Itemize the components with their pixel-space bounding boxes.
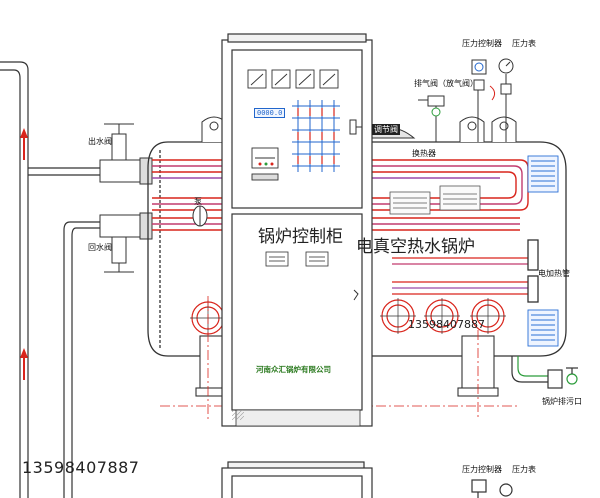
- outlet-valve-label: 出水阀: [88, 137, 112, 146]
- cabinet-handle: [349, 119, 362, 135]
- exhaust-valve-label: 排气阀（放气阀）: [414, 79, 478, 88]
- pressure-gauge-label: 压力表: [512, 39, 536, 48]
- drain-outlet-label: 锅炉排污口: [542, 397, 582, 406]
- pressure-instruments: [418, 58, 514, 142]
- break-mark: [353, 289, 359, 301]
- boiler-body: [147, 141, 567, 357]
- left-riser-pipe: [0, 61, 100, 498]
- valve-tag: 调节阀: [372, 124, 400, 135]
- return-valve-label: 回水阀: [88, 243, 112, 252]
- control-cabinet: [221, 33, 373, 427]
- louver-panels: [527, 155, 559, 347]
- breaker-switches: [297, 108, 335, 164]
- cabinet-title: 锅炉控制柜: [258, 227, 343, 247]
- phone-bottom: 13598407887: [22, 458, 140, 477]
- cabinet-meters: [247, 69, 339, 89]
- phone-center: 13598407887: [408, 318, 485, 331]
- nameplates: [389, 185, 481, 215]
- pump-label: 泵: [194, 197, 202, 206]
- lcd-display: 0000.0: [254, 108, 286, 118]
- pressure-gauge-label-2: 压力表: [512, 465, 536, 474]
- electric-heater-label: 电加热管: [538, 269, 570, 278]
- cabinet-small-panels: [265, 251, 329, 267]
- electric-heater-tubes: [392, 239, 539, 303]
- company-name: 河南众汇锅炉有限公司: [256, 365, 331, 374]
- flow-arrows: [20, 128, 28, 380]
- boiler-title: 电真空热水锅炉: [356, 237, 475, 257]
- pressure-controller-label-2: 压力控制器: [462, 465, 502, 474]
- pressure-controller-label: 压力控制器: [462, 39, 502, 48]
- second-cabinet-partial: [221, 461, 513, 498]
- outlet-valve: [99, 123, 153, 185]
- return-valve: [99, 212, 153, 273]
- heat-exchanger-label: 换热器: [412, 149, 436, 158]
- pump-symbol: [192, 205, 208, 227]
- drain-pipe: [511, 356, 578, 389]
- indicator-panel: [251, 147, 279, 181]
